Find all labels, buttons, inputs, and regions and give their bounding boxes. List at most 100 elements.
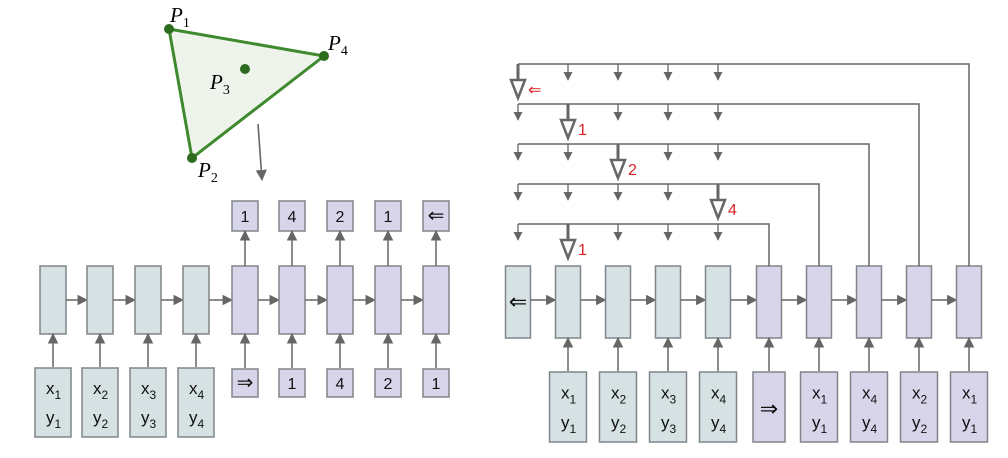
left-decoder-input-label-3: 4: [336, 376, 345, 393]
right-decoder-input-3-x-label: x2: [912, 384, 928, 407]
right-attention-line-1: [518, 63, 970, 266]
left-decoder-input-box-2: [278, 368, 306, 398]
left-decoder-output-label-3: 2: [336, 209, 345, 226]
right-attention-line-2: [518, 103, 920, 266]
right-pointer-label-2: 1: [578, 122, 587, 139]
right-decoder-input-4-y-label: y1: [962, 413, 978, 436]
label-p4: P4: [327, 31, 348, 59]
left-encoder-input-4-box: [177, 367, 215, 438]
right-encoder-input-1-y-label: y1: [561, 413, 577, 436]
right-encoder-input-3-box: [648, 371, 688, 443]
right-pointer-head-5: [559, 238, 577, 262]
left-decoder-output-box-4: [374, 200, 402, 232]
left-encoder-input-4-x-label: x4: [189, 379, 205, 402]
label-p3: P3: [209, 70, 230, 98]
left-cell-7: [326, 265, 354, 335]
left-encoder-input-3-box: [129, 367, 167, 438]
right-decoder-input-1-x-label: x1: [812, 384, 828, 407]
left-encoder-input-1-y-label: y1: [46, 408, 62, 431]
right-decoder-input-3-box: [899, 371, 939, 443]
right-encoder-input-2-box: [598, 371, 638, 443]
right-decoder-input-2-box: [849, 371, 889, 443]
left-encoder-input-3-y-label: y3: [141, 408, 157, 431]
left-encoder-input-2-y-label: y2: [93, 408, 109, 431]
right-cell-5: [704, 265, 732, 339]
right-decoder-input-4-x-label: x1: [962, 384, 978, 407]
right-pointer-head-4: [709, 198, 727, 222]
right-cell-1: [504, 265, 532, 339]
left-cell-4: [182, 265, 210, 335]
label-p2: P2: [197, 158, 218, 186]
left-cell-6: [278, 265, 306, 335]
left-decoder-input-label-1: ⇒: [237, 372, 254, 394]
right-decoder-input-2-y-label: y4: [862, 413, 878, 436]
triangle-shape: [167, 27, 328, 161]
right-encoder-input-4-x-label: x4: [711, 384, 727, 407]
point-p1: [164, 24, 174, 34]
left-decoder-input-label-5: 1: [432, 376, 441, 393]
left-cell-5: [231, 265, 259, 335]
left-cell-1: [39, 265, 67, 335]
left-encoder-input-3-x-label: x3: [141, 379, 157, 402]
left-encoder-input-1-x-label: x1: [46, 379, 62, 402]
right-cell-3: [604, 265, 632, 339]
right-decoder-input-4-box: [949, 371, 989, 443]
triangle-figure: P1 P4 P2 P3: [164, 3, 348, 186]
triangle-to-network-arrow: [255, 123, 267, 182]
right-decoder-input-3-y-label: y2: [912, 413, 928, 436]
right-decoder-input-1-box: [799, 371, 839, 443]
right-encoder-input-1-box: [548, 371, 588, 443]
left-decoder-output-label-5: ⇐: [428, 205, 445, 227]
left-decoder-input-box-1: [231, 368, 259, 398]
right-pointer-head-3: [609, 158, 627, 182]
left-decoder-input-label-4: 2: [384, 376, 393, 393]
right-cell-10: [955, 265, 983, 339]
left-decoder-output-box-3: [326, 200, 354, 232]
right-attention-line-3: [518, 143, 870, 266]
left-decoder-output-label-1: 1: [241, 209, 250, 226]
right-end-token-label: ⇐: [509, 289, 527, 314]
right-encoder-input-4-box: [698, 371, 738, 443]
right-decoder-input-2-x-label: x4: [862, 384, 878, 407]
right-cell-7: [805, 265, 833, 339]
left-decoder-input-box-5: [422, 368, 450, 398]
point-p3: [240, 64, 250, 74]
right-encoder-input-2-x-label: x2: [611, 384, 627, 407]
right-encoder-input-4-y-label: y4: [711, 413, 727, 436]
left-cell-3: [134, 265, 162, 335]
right-pointer-head-2: [559, 118, 577, 142]
right-pointer-label-1: ⇐: [528, 82, 541, 99]
right-encoder-input-3-x-label: x3: [661, 384, 677, 407]
left-cell-2: [86, 265, 114, 335]
left-cell-8: [374, 265, 402, 335]
right-pointer-label-3: 2: [628, 162, 637, 179]
right-cell-9: [905, 265, 933, 339]
right-pointer-head-1: [509, 78, 527, 102]
point-p2: [187, 153, 197, 163]
right-encoder-input-1-x-label: x1: [561, 384, 577, 407]
right-pointer-label-4: 4: [728, 202, 737, 219]
right-cell-6: [755, 265, 783, 339]
left-encoder-input-1-box: [34, 367, 72, 438]
left-encoder-input-4-y-label: y4: [189, 408, 205, 431]
left-encoder-input-2-x-label: x2: [93, 379, 109, 402]
left-cell-9: [422, 265, 450, 335]
left-decoder-input-label-2: 1: [288, 376, 297, 393]
point-p4: [319, 51, 329, 61]
left-decoder-output-label-4: 1: [384, 209, 393, 226]
left-decoder-output-label-2: 4: [288, 209, 297, 226]
right-attention-line-5: [518, 223, 770, 266]
